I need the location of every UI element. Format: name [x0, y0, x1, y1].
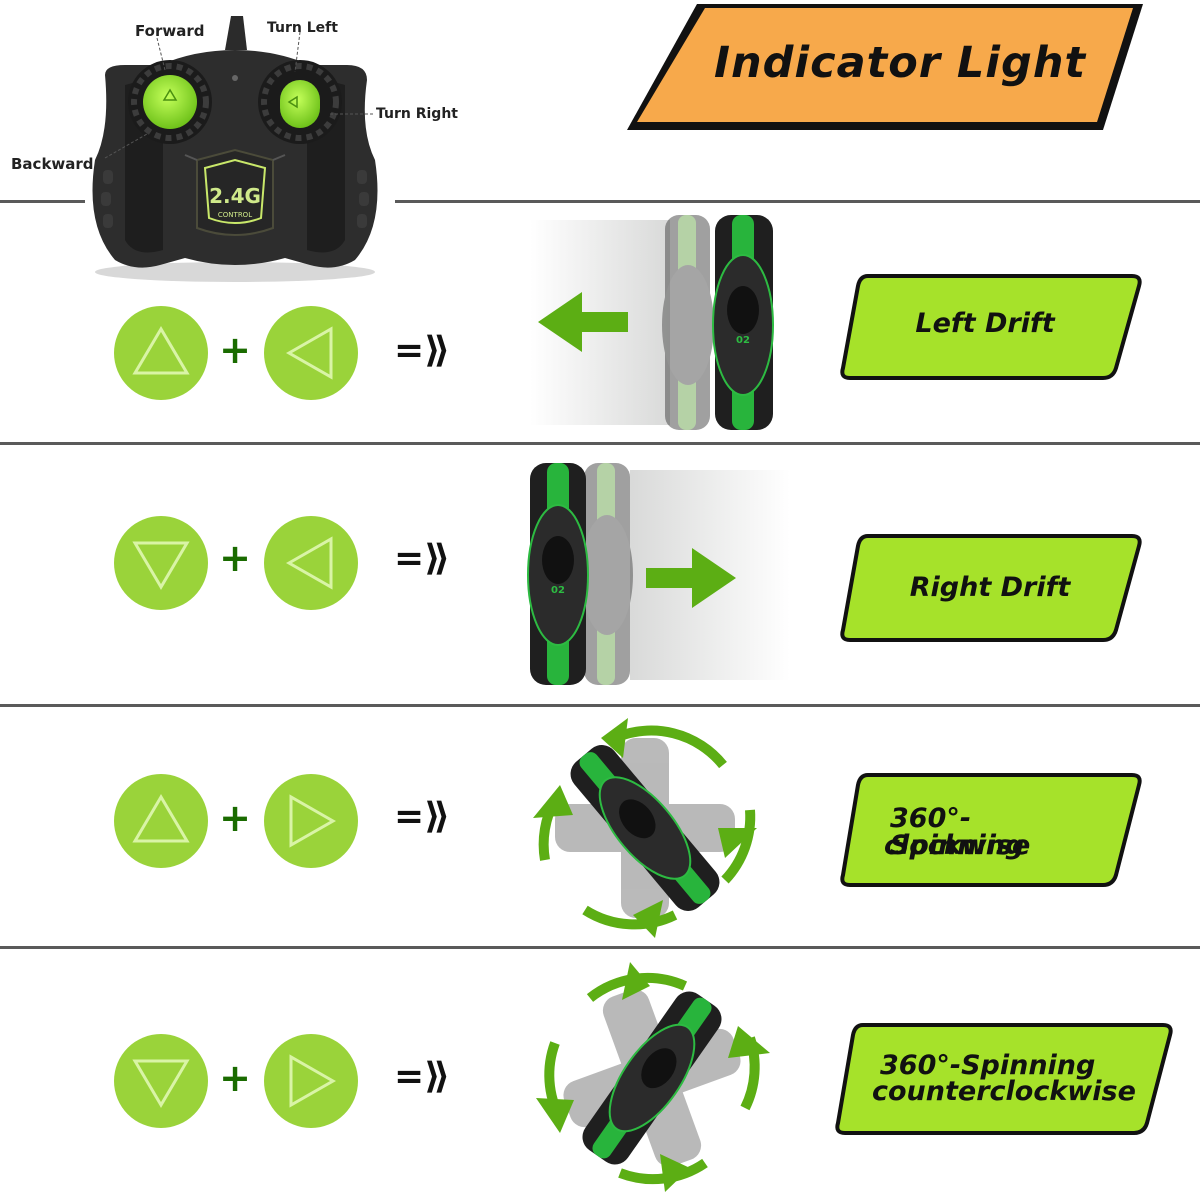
label-turn-right: Turn Right: [376, 106, 458, 122]
mode-counterclockwise-line1: 360°-Spinning: [880, 1050, 1096, 1081]
remote-badge-sub: CONTROL: [218, 211, 252, 219]
mode-clockwise-line2: clockwise: [884, 830, 1031, 861]
result-arrow: =⟫: [394, 1056, 451, 1097]
clockwise-spin-illustration: [533, 718, 757, 938]
turn-left-button-icon: [264, 306, 358, 400]
turn-left-button-icon: [264, 516, 358, 610]
divider-top-left: [0, 200, 85, 203]
plus-sign: +: [219, 1056, 251, 1100]
plus-sign: +: [219, 796, 251, 840]
left-drift-illustration: 02: [530, 215, 774, 430]
left-drift-mode-pill: [840, 274, 1142, 380]
mode-left-drift: Left Drift: [915, 308, 1055, 339]
divider-row-3: [0, 946, 1200, 949]
turn-right-button-icon: [264, 1034, 358, 1128]
mode-counterclockwise-line2: counterclockwise: [872, 1076, 1136, 1107]
result-arrow: =⟫: [394, 796, 451, 837]
car-number: 02: [736, 335, 750, 346]
forward-button-icon: [114, 774, 208, 868]
label-backward: Backward: [11, 155, 94, 173]
right-drift-illustration: 02: [527, 463, 790, 685]
result-arrow: =⟫: [394, 330, 451, 371]
divider-row-1: [0, 442, 1200, 445]
indicator-light-banner: [627, 4, 1143, 130]
backward-button-icon: [114, 516, 208, 610]
label-forward: Forward: [135, 22, 205, 40]
plus-sign: +: [219, 536, 251, 580]
backward-button-icon: [114, 1034, 208, 1128]
car-number: 02: [551, 585, 565, 596]
divider-top-right: [395, 200, 1200, 203]
divider-row-2: [0, 704, 1200, 707]
plus-sign: +: [219, 328, 251, 372]
label-turn-left: Turn Left: [267, 20, 338, 36]
clockwise-mode-pill: [840, 773, 1142, 887]
forward-button-icon: [114, 306, 208, 400]
right-drift-mode-pill: [840, 534, 1142, 642]
remote-controller: 2.4G CONTROL: [92, 16, 378, 282]
turn-right-button-icon: [264, 774, 358, 868]
mode-clockwise-line1: 360°-Spinning: [890, 803, 1025, 861]
remote-badge-main: 2.4G: [209, 184, 261, 208]
mode-right-drift: Right Drift: [909, 572, 1071, 603]
result-arrow: =⟫: [394, 538, 451, 579]
banner-title: Indicator Light: [714, 38, 1086, 88]
counterclockwise-spin-illustration: [536, 962, 770, 1192]
counterclockwise-mode-pill: [835, 1023, 1173, 1135]
